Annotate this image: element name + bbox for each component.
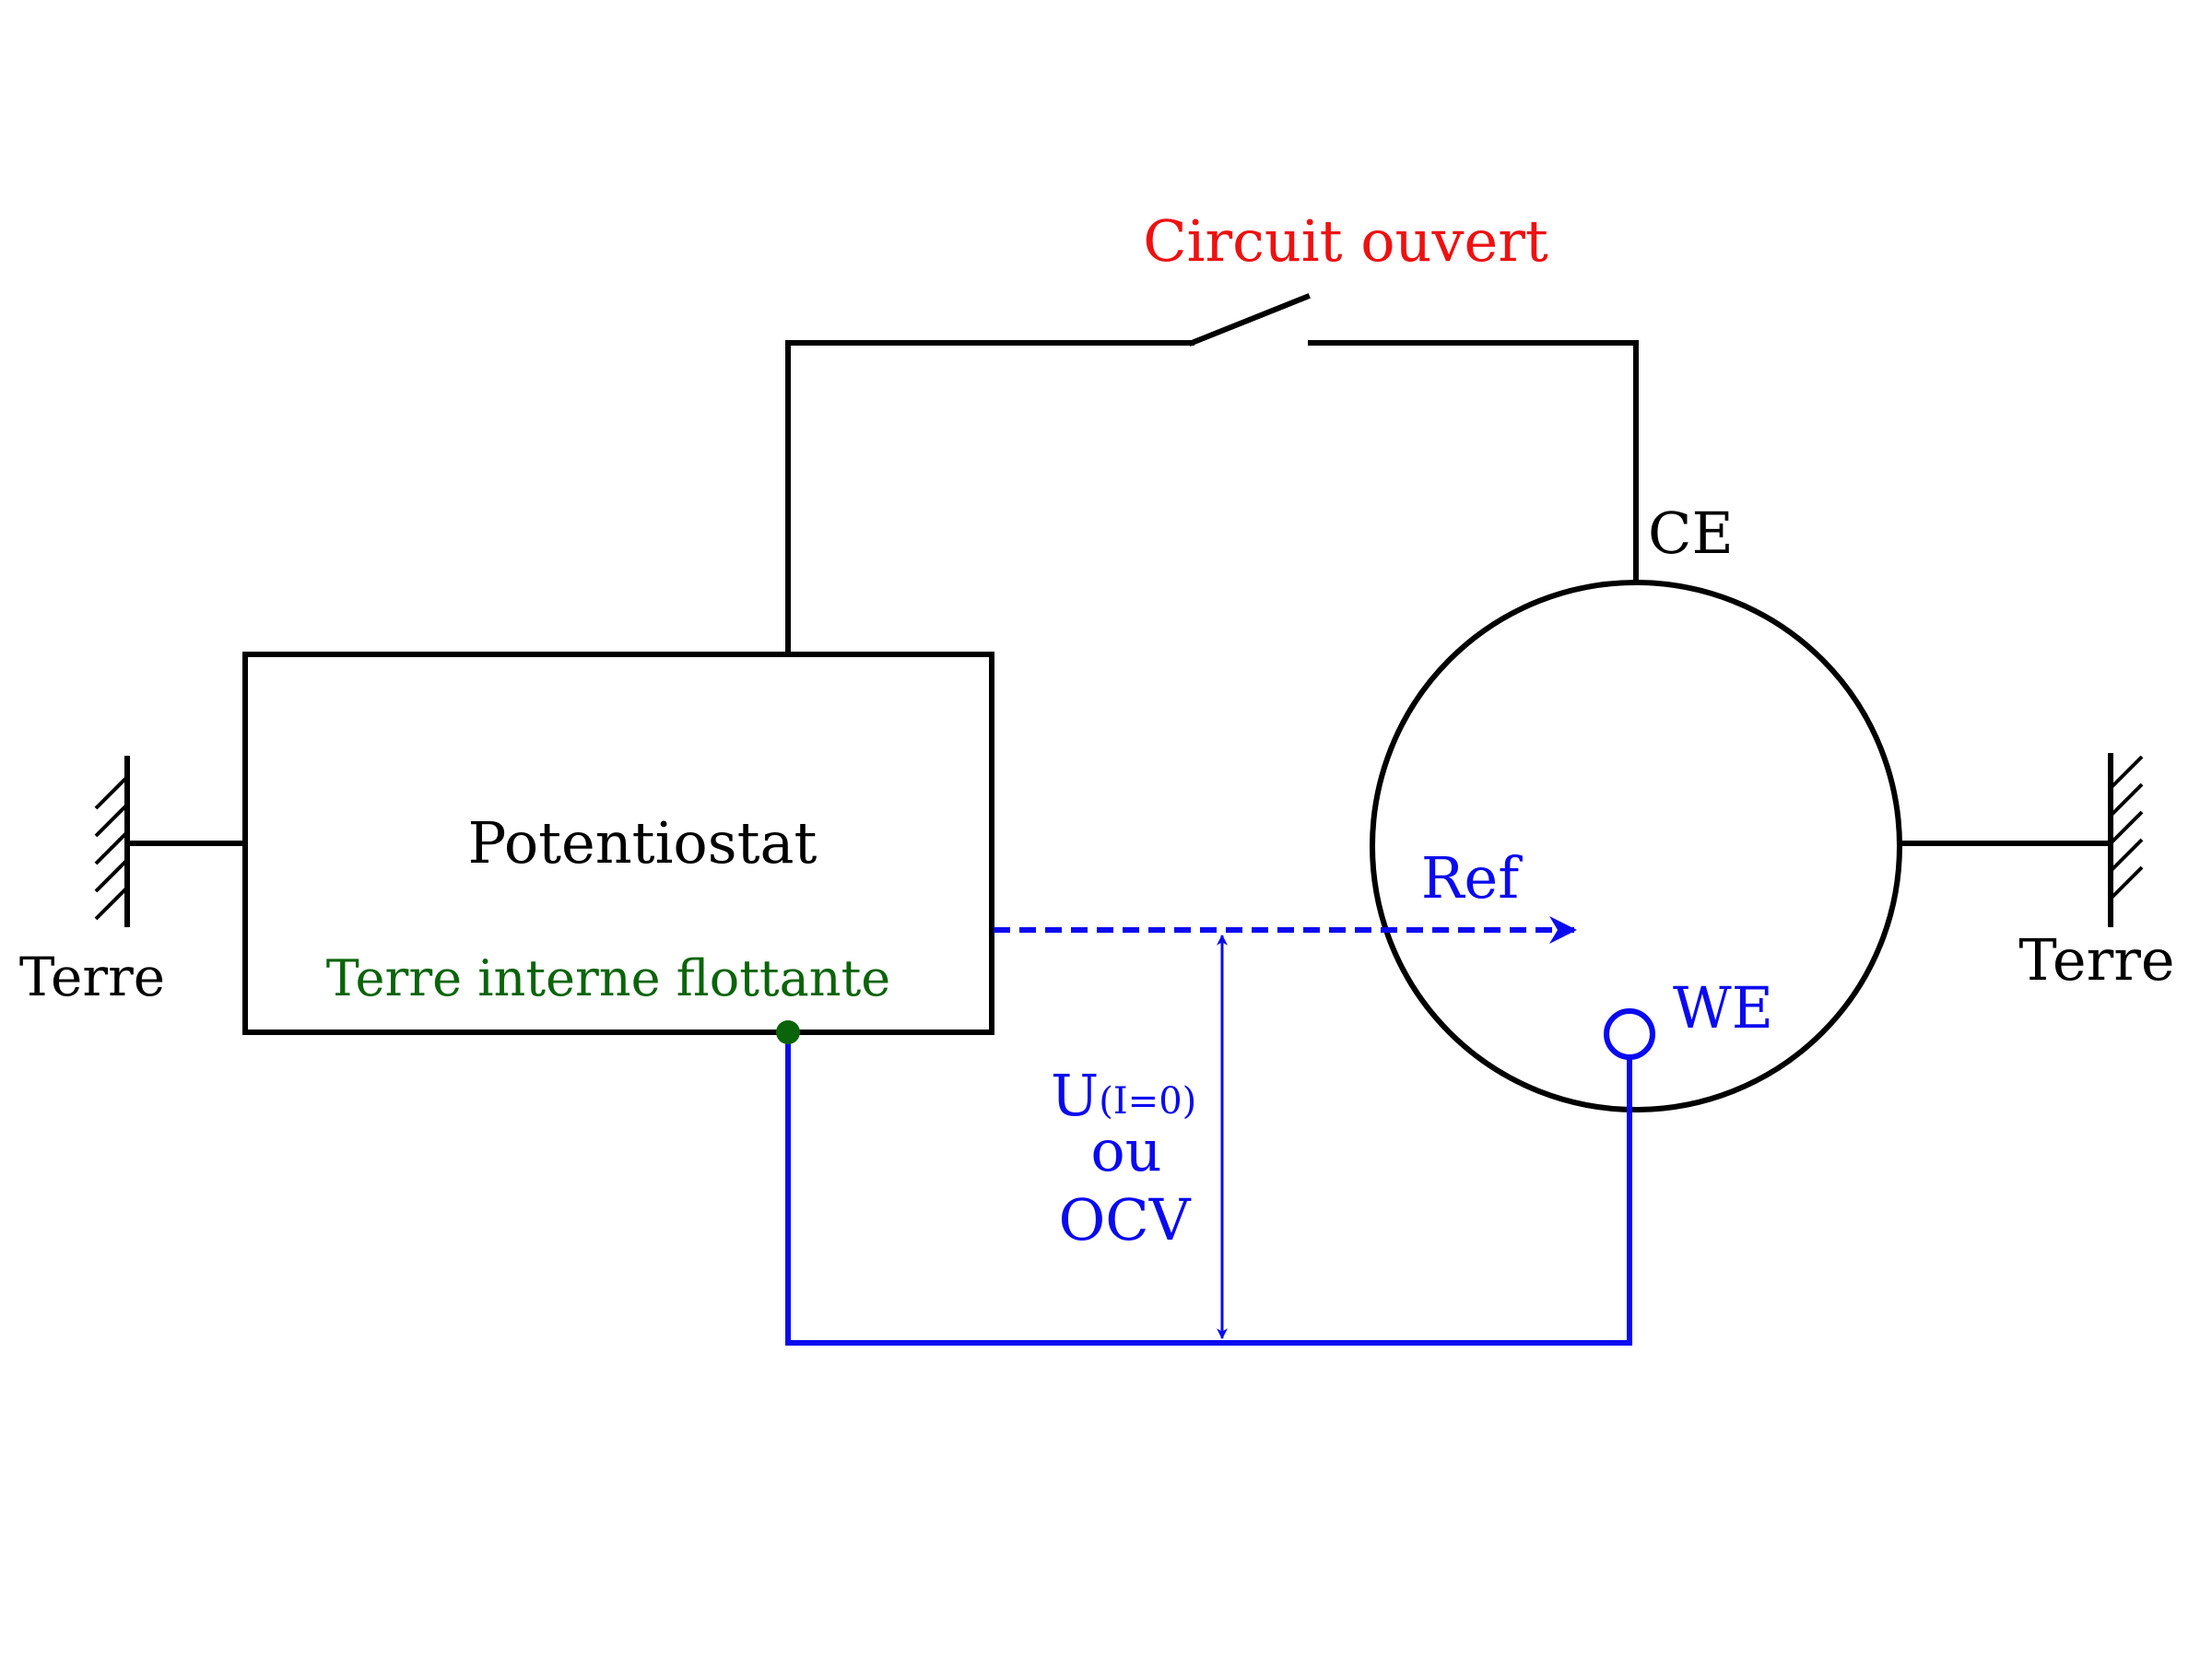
wire-potentiostat-to-switch (785, 340, 1194, 657)
open-switch-blade (1188, 293, 1311, 347)
potentiostat-box (242, 652, 994, 1035)
working-electrode-circuit (785, 1032, 1632, 1346)
counter-electrode-label: CE (1648, 500, 1734, 567)
voltage-label: U(I=0) (1051, 1062, 1196, 1129)
ground-left-label: Terre (19, 946, 165, 1008)
wire-switch-to-ce (1308, 340, 1639, 585)
internal-ground-label: Terre interne flottante (326, 949, 891, 1007)
voltage-subscript: (I=0) (1099, 1080, 1196, 1123)
voltage-or-label: ou (1090, 1117, 1161, 1184)
potentiostat-label: Potentiostat (468, 809, 818, 877)
voltage-symbol: U (1051, 1062, 1099, 1129)
ground-left-symbol (94, 756, 130, 927)
reference-label: Ref (1421, 844, 1523, 912)
working-electrode-terminal (1604, 1008, 1655, 1060)
voltage-ocv-label: OCV (1058, 1186, 1191, 1253)
ground-right-symbol (2108, 753, 2144, 927)
internal-ground-node (776, 1020, 800, 1044)
working-electrode-label: WE (1673, 974, 1773, 1041)
open-circuit-label: Circuit ouvert (1143, 207, 1548, 275)
ground-right-label: Terre (2018, 926, 2174, 994)
